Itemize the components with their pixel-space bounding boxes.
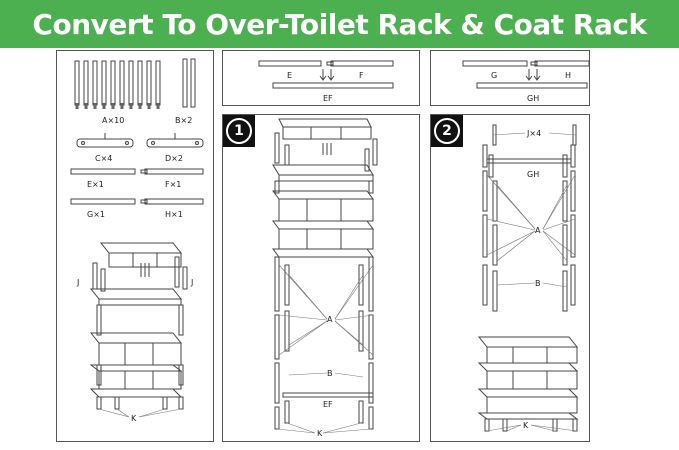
parts-drawing: A×10 B×2 C×4 D×2 E×1 F×1 G×1 H×1 <box>70 58 204 423</box>
label-gh: GH <box>527 94 539 103</box>
label-b: B <box>535 279 541 288</box>
step-1-panel: A B EF K 1 <box>222 114 420 442</box>
label-b: B×2 <box>175 116 192 125</box>
label-d: D×2 <box>165 154 183 163</box>
label-a: A <box>535 226 541 235</box>
label-c: C×4 <box>95 154 112 163</box>
part-d-bracket <box>146 133 204 148</box>
step-2-drawing: J×4 GH A B K <box>477 124 579 432</box>
part-a-posts <box>74 60 161 109</box>
label-a: A×10 <box>102 116 124 125</box>
gh-bar <box>476 82 588 89</box>
ef-bar <box>272 82 394 89</box>
gh-crossbar <box>486 158 572 164</box>
page-title: Convert To Over-Toilet Rack & Coat Rack <box>0 0 679 48</box>
part-b-posts <box>182 58 196 108</box>
label-g: G <box>491 71 497 80</box>
step-1-drawing: A B EF K <box>272 118 378 438</box>
label-h: H×1 <box>165 210 183 219</box>
parts-panel: A×10 B×2 C×4 D×2 E×1 F×1 G×1 H×1 <box>56 50 214 442</box>
part-h-bar <box>140 198 204 205</box>
label-b: B <box>327 369 333 378</box>
part-c-bracket <box>76 133 134 148</box>
label-ef: EF <box>323 94 333 103</box>
part-g-bar <box>70 198 136 205</box>
part-f-bar <box>140 168 204 175</box>
step-2-number: 2 <box>434 118 460 144</box>
label-j: J×4 <box>526 129 541 138</box>
label-f: F <box>359 71 364 80</box>
label-e: E×1 <box>87 180 104 189</box>
ef-combine-panel: E F EF <box>222 50 420 106</box>
label-ef: EF <box>323 400 333 409</box>
step-2-badge: 2 <box>431 115 463 147</box>
step-2-a-leader-lines <box>486 132 578 432</box>
gh-combine-panel: G H GH <box>430 50 590 106</box>
label-f: F×1 <box>165 180 181 189</box>
label-k: K <box>317 429 323 438</box>
label-h: H <box>565 71 571 80</box>
ef-crossbar <box>282 392 374 398</box>
label-j-left: J <box>76 278 79 287</box>
gh-combine-drawing: G H GH <box>462 60 589 103</box>
label-a: A <box>327 315 333 324</box>
step-2-rack <box>477 124 579 432</box>
label-gh: GH <box>527 170 539 179</box>
part-e-bar <box>70 168 136 175</box>
step-1-badge: 1 <box>223 115 255 147</box>
label-g: G×1 <box>87 210 105 219</box>
step-1-rack <box>272 118 378 430</box>
k-leader-lines <box>98 408 182 418</box>
label-k: K <box>523 421 529 430</box>
label-k: K <box>131 414 137 423</box>
small-rack-diagram <box>89 242 188 410</box>
label-j-right: J <box>190 278 193 287</box>
step-1-a-leader-lines <box>276 264 374 434</box>
ef-combine-drawing: E F EF <box>258 60 394 103</box>
step-1-number: 1 <box>226 118 252 144</box>
label-e: E <box>287 71 292 80</box>
step-2-panel: J×4 GH A B K 2 <box>430 114 590 442</box>
